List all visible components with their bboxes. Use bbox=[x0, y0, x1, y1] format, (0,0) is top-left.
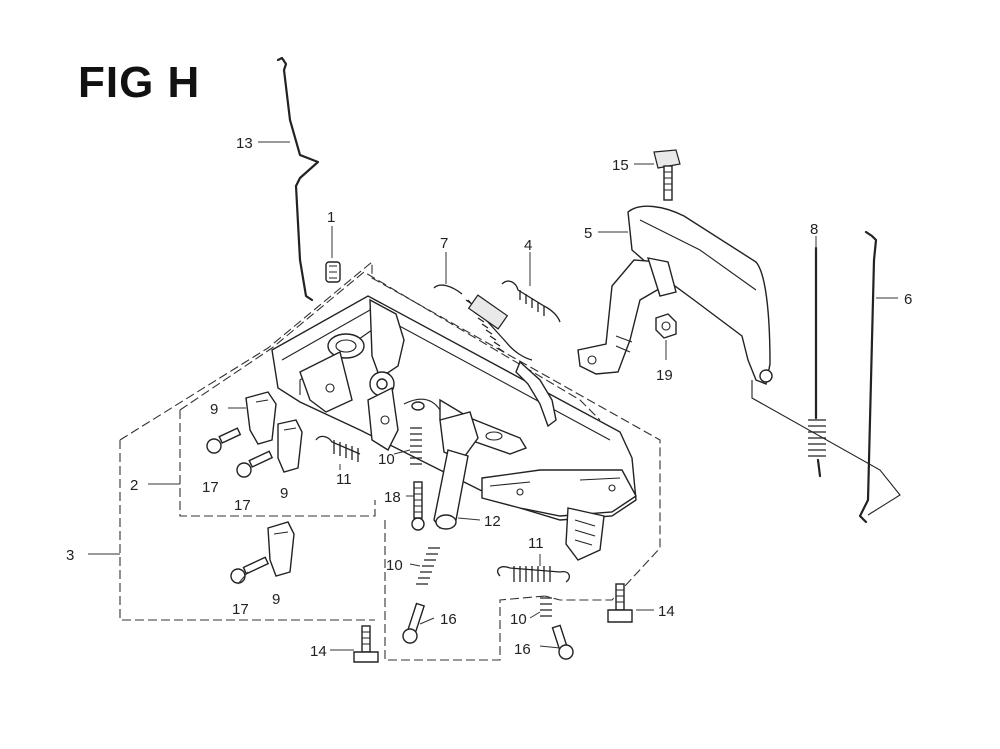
callout-labels: 13 1 7 4 15 5 8 6 19 9 17 17 9 2 10 11 1… bbox=[66, 135, 912, 660]
callout-1: 1 bbox=[327, 209, 335, 226]
callout-9c: 9 bbox=[272, 591, 280, 608]
callout-11a: 11 bbox=[336, 471, 352, 488]
spring-4 bbox=[501, 280, 561, 323]
rod-6 bbox=[858, 230, 878, 524]
bolt-17b bbox=[236, 450, 274, 478]
callout-13: 13 bbox=[236, 135, 253, 152]
callout-8: 8 bbox=[810, 221, 818, 238]
callout-9b: 9 bbox=[280, 485, 288, 502]
callout-10a: 10 bbox=[378, 451, 395, 468]
clip-9b bbox=[277, 419, 303, 473]
spring-11b bbox=[496, 566, 571, 583]
bolt-16b bbox=[551, 624, 574, 660]
pin-15 bbox=[653, 149, 681, 201]
control-base-plate bbox=[271, 295, 637, 561]
assembly-lower-boundary bbox=[384, 520, 546, 661]
callout-7: 7 bbox=[440, 235, 448, 252]
rod-8-6-bracket bbox=[751, 380, 901, 516]
callout-12: 12 bbox=[484, 513, 501, 530]
callout-18: 18 bbox=[384, 489, 401, 506]
callout-10b: 10 bbox=[386, 557, 403, 574]
nut-19 bbox=[655, 313, 677, 339]
callout-17a: 17 bbox=[202, 479, 219, 496]
rod-8 bbox=[808, 246, 826, 478]
spring-10b bbox=[416, 547, 440, 585]
screw-18 bbox=[411, 481, 425, 531]
clip-1 bbox=[325, 261, 341, 283]
spring-7 bbox=[433, 284, 533, 361]
callout-9a: 9 bbox=[210, 401, 218, 418]
spring-10a bbox=[410, 427, 422, 465]
callout-17b: 17 bbox=[234, 497, 251, 514]
assembly-2-boundary bbox=[179, 271, 601, 517]
callout-5: 5 bbox=[584, 225, 592, 242]
callout-14a: 14 bbox=[310, 643, 327, 660]
spring-10c bbox=[540, 597, 552, 617]
spring-11a bbox=[315, 435, 361, 462]
callout-10c: 10 bbox=[510, 611, 527, 628]
clip-9c bbox=[267, 521, 295, 577]
bolt-17c bbox=[230, 556, 270, 584]
leader-lines bbox=[88, 141, 898, 651]
bolt-14a bbox=[353, 625, 379, 663]
callout-4: 4 bbox=[524, 237, 532, 254]
callout-16b: 16 bbox=[514, 641, 531, 658]
callout-2: 2 bbox=[130, 477, 138, 494]
lever-arm-5 bbox=[577, 205, 773, 385]
callout-3: 3 bbox=[66, 547, 74, 564]
pin-12 bbox=[433, 449, 469, 530]
callout-16a: 16 bbox=[440, 611, 457, 628]
callout-15: 15 bbox=[612, 157, 629, 174]
clip-9a bbox=[245, 391, 277, 445]
callout-14b: 14 bbox=[658, 603, 675, 620]
rod-13 bbox=[276, 56, 320, 302]
assembly-3-boundary bbox=[119, 260, 661, 621]
callout-17c: 17 bbox=[232, 601, 249, 618]
bolt-16a bbox=[402, 602, 426, 644]
bolt-14b bbox=[607, 583, 633, 623]
callout-6: 6 bbox=[904, 291, 912, 308]
figure-title: FIG H bbox=[78, 58, 201, 107]
callout-11b: 11 bbox=[528, 535, 544, 552]
callout-19: 19 bbox=[656, 367, 673, 384]
bolt-17a bbox=[206, 427, 242, 454]
